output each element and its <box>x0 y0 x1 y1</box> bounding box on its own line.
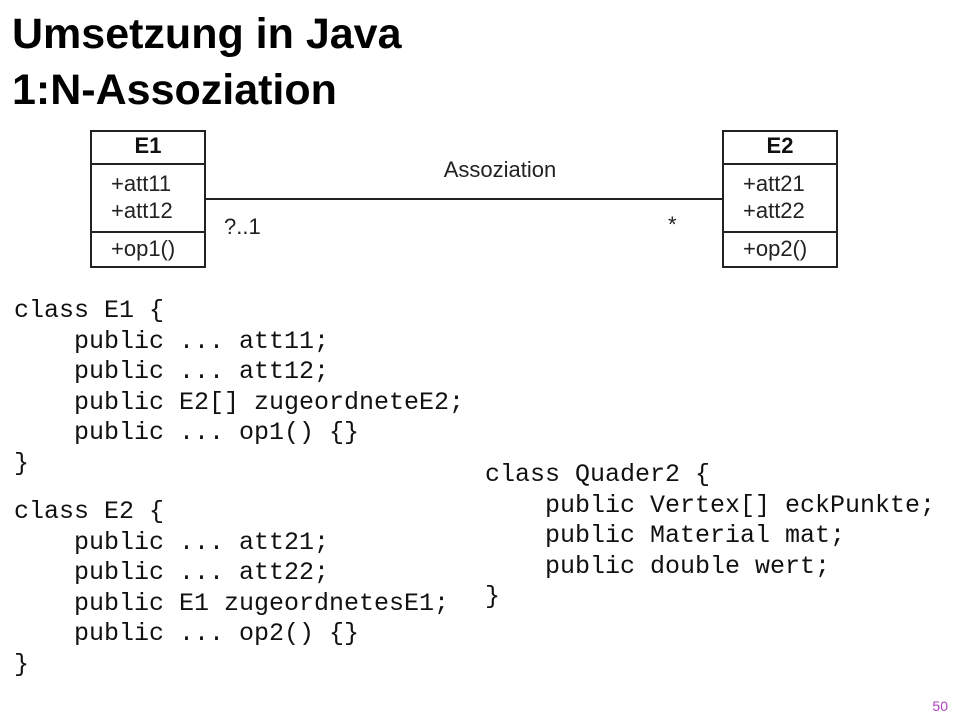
attribute-att11: +att11 <box>111 171 171 196</box>
code-line: public double wert; <box>545 551 831 581</box>
uml-class-diagram: Assoziation ?..1 * E1 +att11 +att12 +op1… <box>90 130 838 268</box>
code-line: public E1 zugeordnetesE1; <box>74 588 450 618</box>
code-line: class E1 { <box>14 296 165 325</box>
code-line: } <box>14 649 30 679</box>
code-block-e2: class E2 {public ... att21;public ... at… <box>14 497 449 681</box>
multiplicity-e2: * <box>668 212 677 237</box>
code-line: } <box>14 448 30 478</box>
slide-title: Umsetzung in Java 1:N-Assoziation <box>12 6 402 118</box>
code-line: public ... op2() {} <box>74 619 360 649</box>
code-line: public ... att11; <box>74 326 330 356</box>
attribute-att12: +att12 <box>111 198 173 223</box>
multiplicity-e1: ?..1 <box>224 214 261 239</box>
page-number: 50 <box>932 698 948 714</box>
code-line: public ... att21; <box>74 527 330 557</box>
code-line: public ... att22; <box>74 558 330 588</box>
code-line: public Material mat; <box>545 521 846 551</box>
code-line: } <box>485 582 501 612</box>
association-label: Assoziation <box>444 157 557 182</box>
code-line: class E2 { <box>14 497 165 526</box>
operation-op2: +op2() <box>743 236 807 261</box>
class-name-e2: E2 <box>767 133 794 158</box>
operation-op1: +op1() <box>111 236 175 261</box>
code-line: class Quader2 { <box>485 460 711 489</box>
title-line-1: Umsetzung in Java <box>12 10 402 58</box>
class-box-e2: E2 +att21 +att22 +op2() <box>722 130 838 268</box>
class-box-e1: E1 +att11 +att12 +op1() <box>90 130 206 268</box>
code-block-quader2: class Quader2 {public Vertex[] eckPunkte… <box>485 460 935 613</box>
class-name-e1: E1 <box>135 133 162 158</box>
code-line: public E2[] zugeordneteE2; <box>74 387 465 417</box>
code-line: public Vertex[] eckPunkte; <box>545 490 936 520</box>
code-line: public ... att12; <box>74 357 330 387</box>
code-line: public ... op1() {} <box>74 418 360 448</box>
attribute-att22: +att22 <box>743 198 805 223</box>
attribute-att21: +att21 <box>743 171 805 196</box>
code-block-e1: class E1 {public ... att11;public ... at… <box>14 296 464 480</box>
title-line-2: 1:N-Assoziation <box>12 66 337 114</box>
